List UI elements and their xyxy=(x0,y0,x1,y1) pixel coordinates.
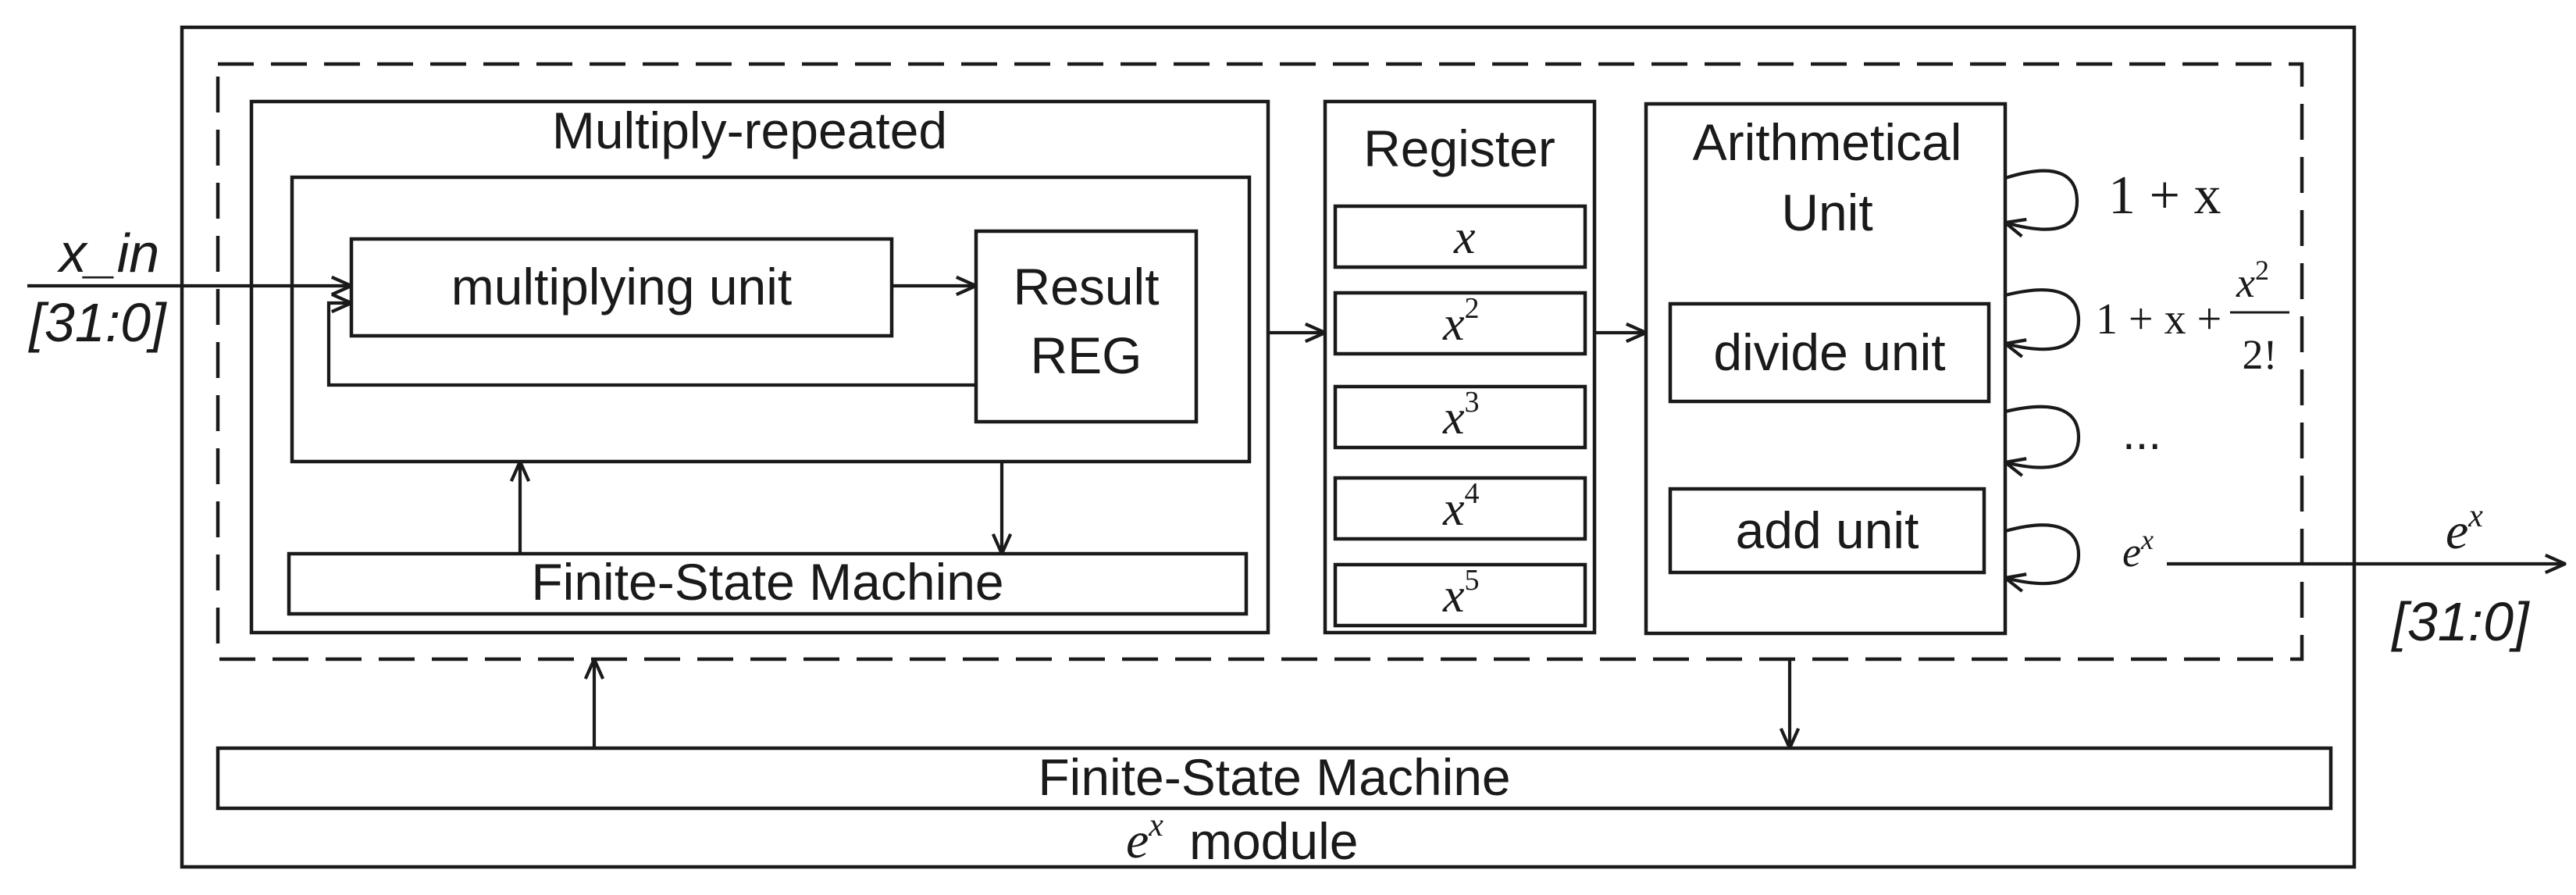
register-entry-box xyxy=(1333,562,1587,628)
module-label: ex module xyxy=(1126,808,1358,870)
loop-label-4-base: e xyxy=(2122,529,2141,576)
self-loop-1 xyxy=(2005,169,2079,230)
register-entry-exp: 4 xyxy=(1465,477,1480,510)
register-entry-label: x xyxy=(1453,211,1476,264)
multiplier-loop-box xyxy=(290,175,1252,464)
input-width-label: [31:0] xyxy=(27,292,167,353)
loop-label-2-num-exp: 2 xyxy=(2255,255,2269,286)
register-entry-exp: 5 xyxy=(1465,564,1480,597)
inner-fsm-box xyxy=(287,551,1249,616)
register-entry-base: x xyxy=(1442,483,1465,536)
register-entry-exp: 2 xyxy=(1465,292,1480,325)
register-box xyxy=(1323,99,1597,635)
module-label-exp: x xyxy=(1148,808,1163,843)
result-reg-label-line2: REG xyxy=(1030,326,1142,384)
loop-label-4: ex xyxy=(2122,524,2154,576)
output-name-label: ex xyxy=(2446,498,2483,560)
register-entry-box xyxy=(1333,291,1587,356)
ex-module-outer-box xyxy=(180,25,2357,869)
loop-label-1: 1 + x xyxy=(2108,166,2221,226)
output-name-base: e xyxy=(2446,503,2468,560)
register-entry-label: x3 xyxy=(1442,386,1480,444)
multiply-repeated-box xyxy=(249,99,1270,635)
register-entry-base: x xyxy=(1442,391,1465,444)
main-fsm-box xyxy=(216,746,2333,811)
register-title: Register xyxy=(1363,119,1555,177)
loop-label-4-exp: x xyxy=(2140,524,2154,555)
multiply-repeated-title: Multiply-repeated xyxy=(552,102,947,159)
output-name-exp: x xyxy=(2467,498,2483,534)
register-entry-label: x5 xyxy=(1442,564,1480,622)
register-entry-base: x xyxy=(1453,211,1476,264)
register-entry-box xyxy=(1333,384,1587,450)
module-label-base: e xyxy=(1126,812,1149,869)
arithmetical-unit-title-line1: Arithmetical xyxy=(1693,113,1962,171)
feedback-loop-arrow xyxy=(326,303,976,387)
datapath-dashed-boundary xyxy=(216,62,2304,661)
arithmetical-unit-box xyxy=(1644,102,2008,636)
register-entry-base: x xyxy=(1442,569,1465,622)
result-reg-box xyxy=(974,229,1199,424)
result-reg-label-line1: Result xyxy=(1013,258,1159,316)
module-label-suffix: module xyxy=(1189,812,1358,870)
register-entry-label: x4 xyxy=(1442,477,1480,536)
multiplying-unit-label: multiplying unit xyxy=(451,258,793,316)
module-label-exp-symbol: ex xyxy=(1126,808,1163,869)
register-entry-exp: 3 xyxy=(1465,386,1480,419)
loop-label-2-denominator: 2! xyxy=(2243,331,2278,378)
output-width-label: [31:0] xyxy=(2390,591,2530,652)
divide-unit-box xyxy=(1668,301,1991,404)
divide-unit-label: divide unit xyxy=(1713,323,1945,381)
register-entry-box xyxy=(1333,476,1587,541)
arithmetical-unit-title-line2: Unit xyxy=(1781,184,1872,241)
self-loop-3 xyxy=(2005,405,2081,468)
register-entry-base: x xyxy=(1442,298,1465,351)
loop-label-2-num-base: x xyxy=(2236,259,2255,306)
register-entry-box xyxy=(1333,204,1587,269)
register-entry-label: x2 xyxy=(1442,292,1480,351)
loop-label-2: 1 + x + x2 2! xyxy=(2096,255,2289,378)
inner-fsm-label: Finite-State Machine xyxy=(531,553,1003,611)
main-fsm-label: Finite-State Machine xyxy=(1038,748,1510,806)
loop-label-2-numerator: x2 xyxy=(2236,255,2269,306)
loop-label-3: ... xyxy=(2122,407,2161,459)
self-loop-2 xyxy=(2005,288,2081,349)
self-loop-4 xyxy=(2005,523,2081,583)
loop-label-2-prefix: 1 + x + xyxy=(2096,295,2221,344)
add-unit-label: add unit xyxy=(1736,501,1919,559)
add-unit-box xyxy=(1668,487,1986,575)
input-name-label: x_in xyxy=(57,223,159,283)
